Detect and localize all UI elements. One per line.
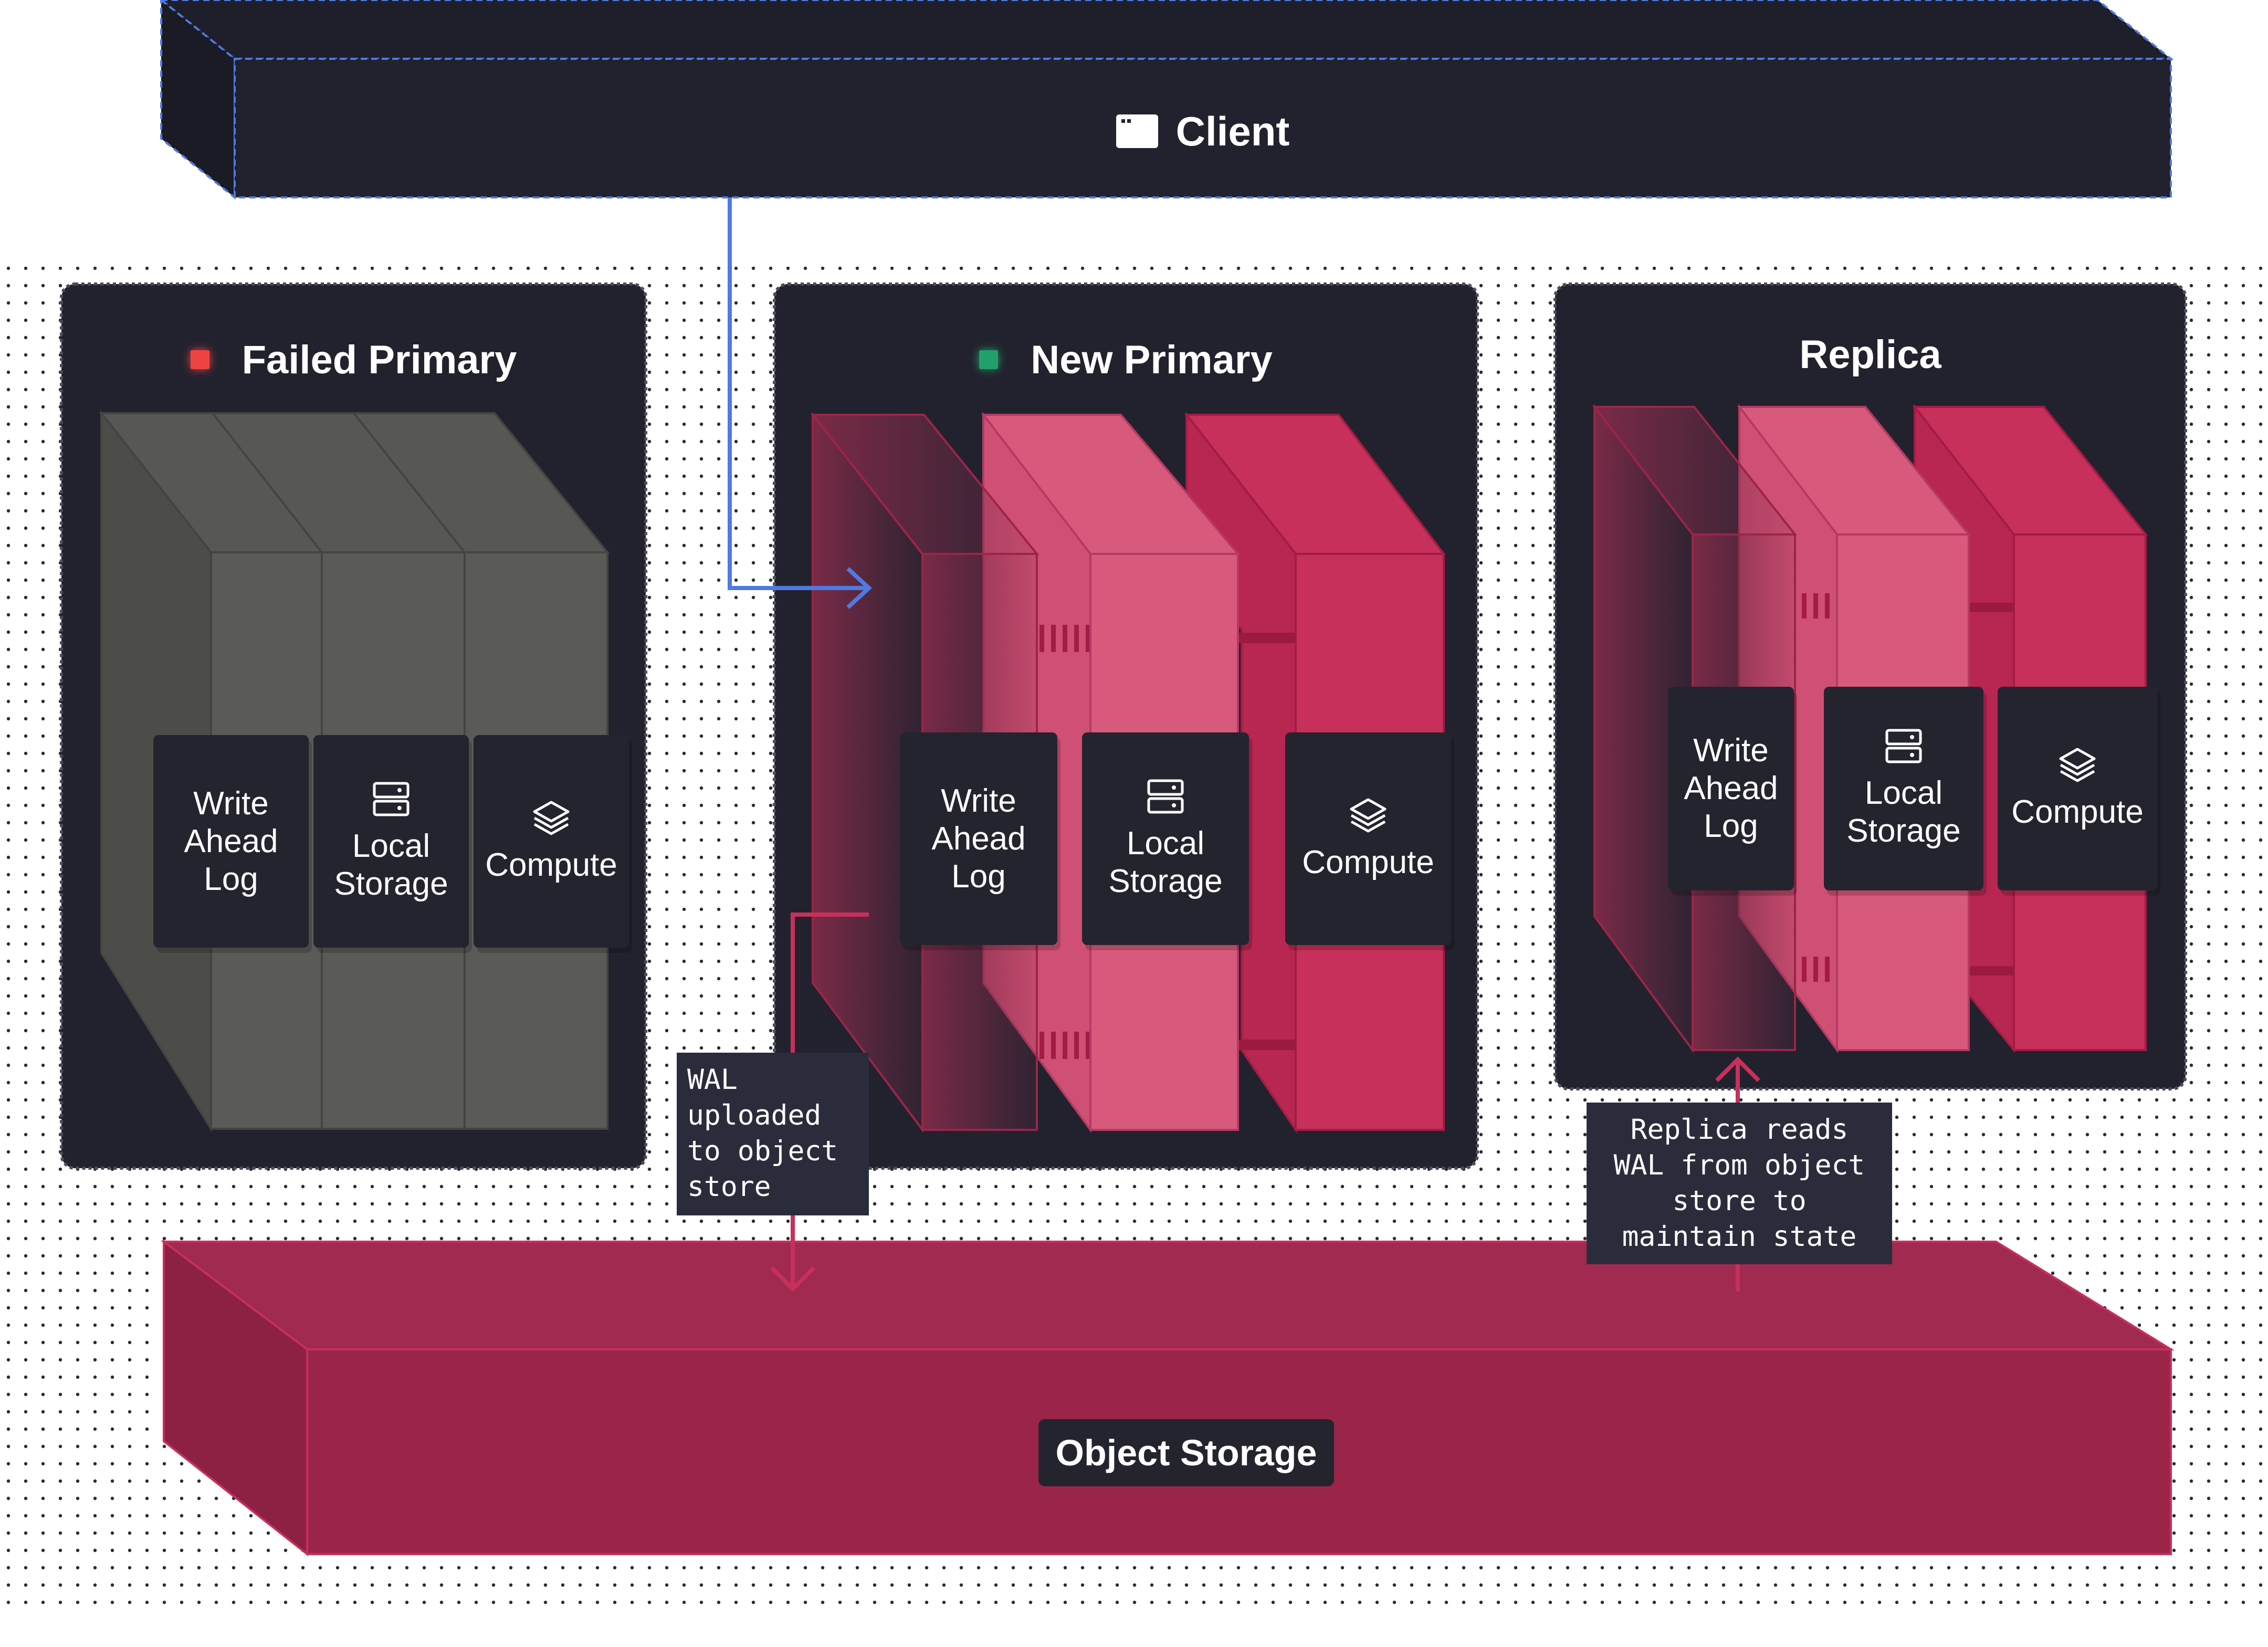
replica-reads-annotation: Replica reads WAL from object store to m… [1587,1103,1892,1264]
browser-window-icon [1116,114,1158,148]
replica-compute-card: Compute [1998,687,2157,890]
failed-wal-card: Write Ahead Log [153,735,309,948]
client-label: Client [1175,108,1290,154]
status-green-icon [979,350,999,369]
new-storage-card: Local Storage [1082,732,1249,945]
replica-title: Replica [1555,326,2186,383]
replica-wal-card: Write Ahead Log [1668,687,1794,890]
client-to-new-primary-arrow [728,197,872,609]
wal-upload-annotation: WAL uploaded to object store [677,1053,869,1215]
object-storage-slab [161,1239,2175,1557]
new-primary-title: New Primary [774,331,1477,389]
server-icon [373,782,410,816]
object-storage-label: Object Storage [1038,1419,1334,1486]
failed-primary-title: Failed Primary [61,331,646,389]
status-red-icon [190,350,209,369]
new-primary-label: New Primary [1031,337,1273,382]
failed-primary-label: Failed Primary [242,337,517,382]
client-bar[interactable] [159,0,2174,200]
failed-compute-card: Compute [474,735,629,948]
server-icon [1147,779,1184,813]
new-compute-card: Compute [1285,732,1451,945]
client-title: Client [235,100,2171,163]
server-icon [1885,729,1922,763]
layers-icon [533,801,570,835]
replica-label: Replica [1799,332,1941,377]
replica-storage-card: Local Storage [1824,687,1983,890]
layers-icon [1350,798,1387,832]
failed-storage-card: Local Storage [313,735,469,948]
layers-icon [2059,748,2096,782]
new-wal-card: Write Ahead Log [900,732,1057,945]
